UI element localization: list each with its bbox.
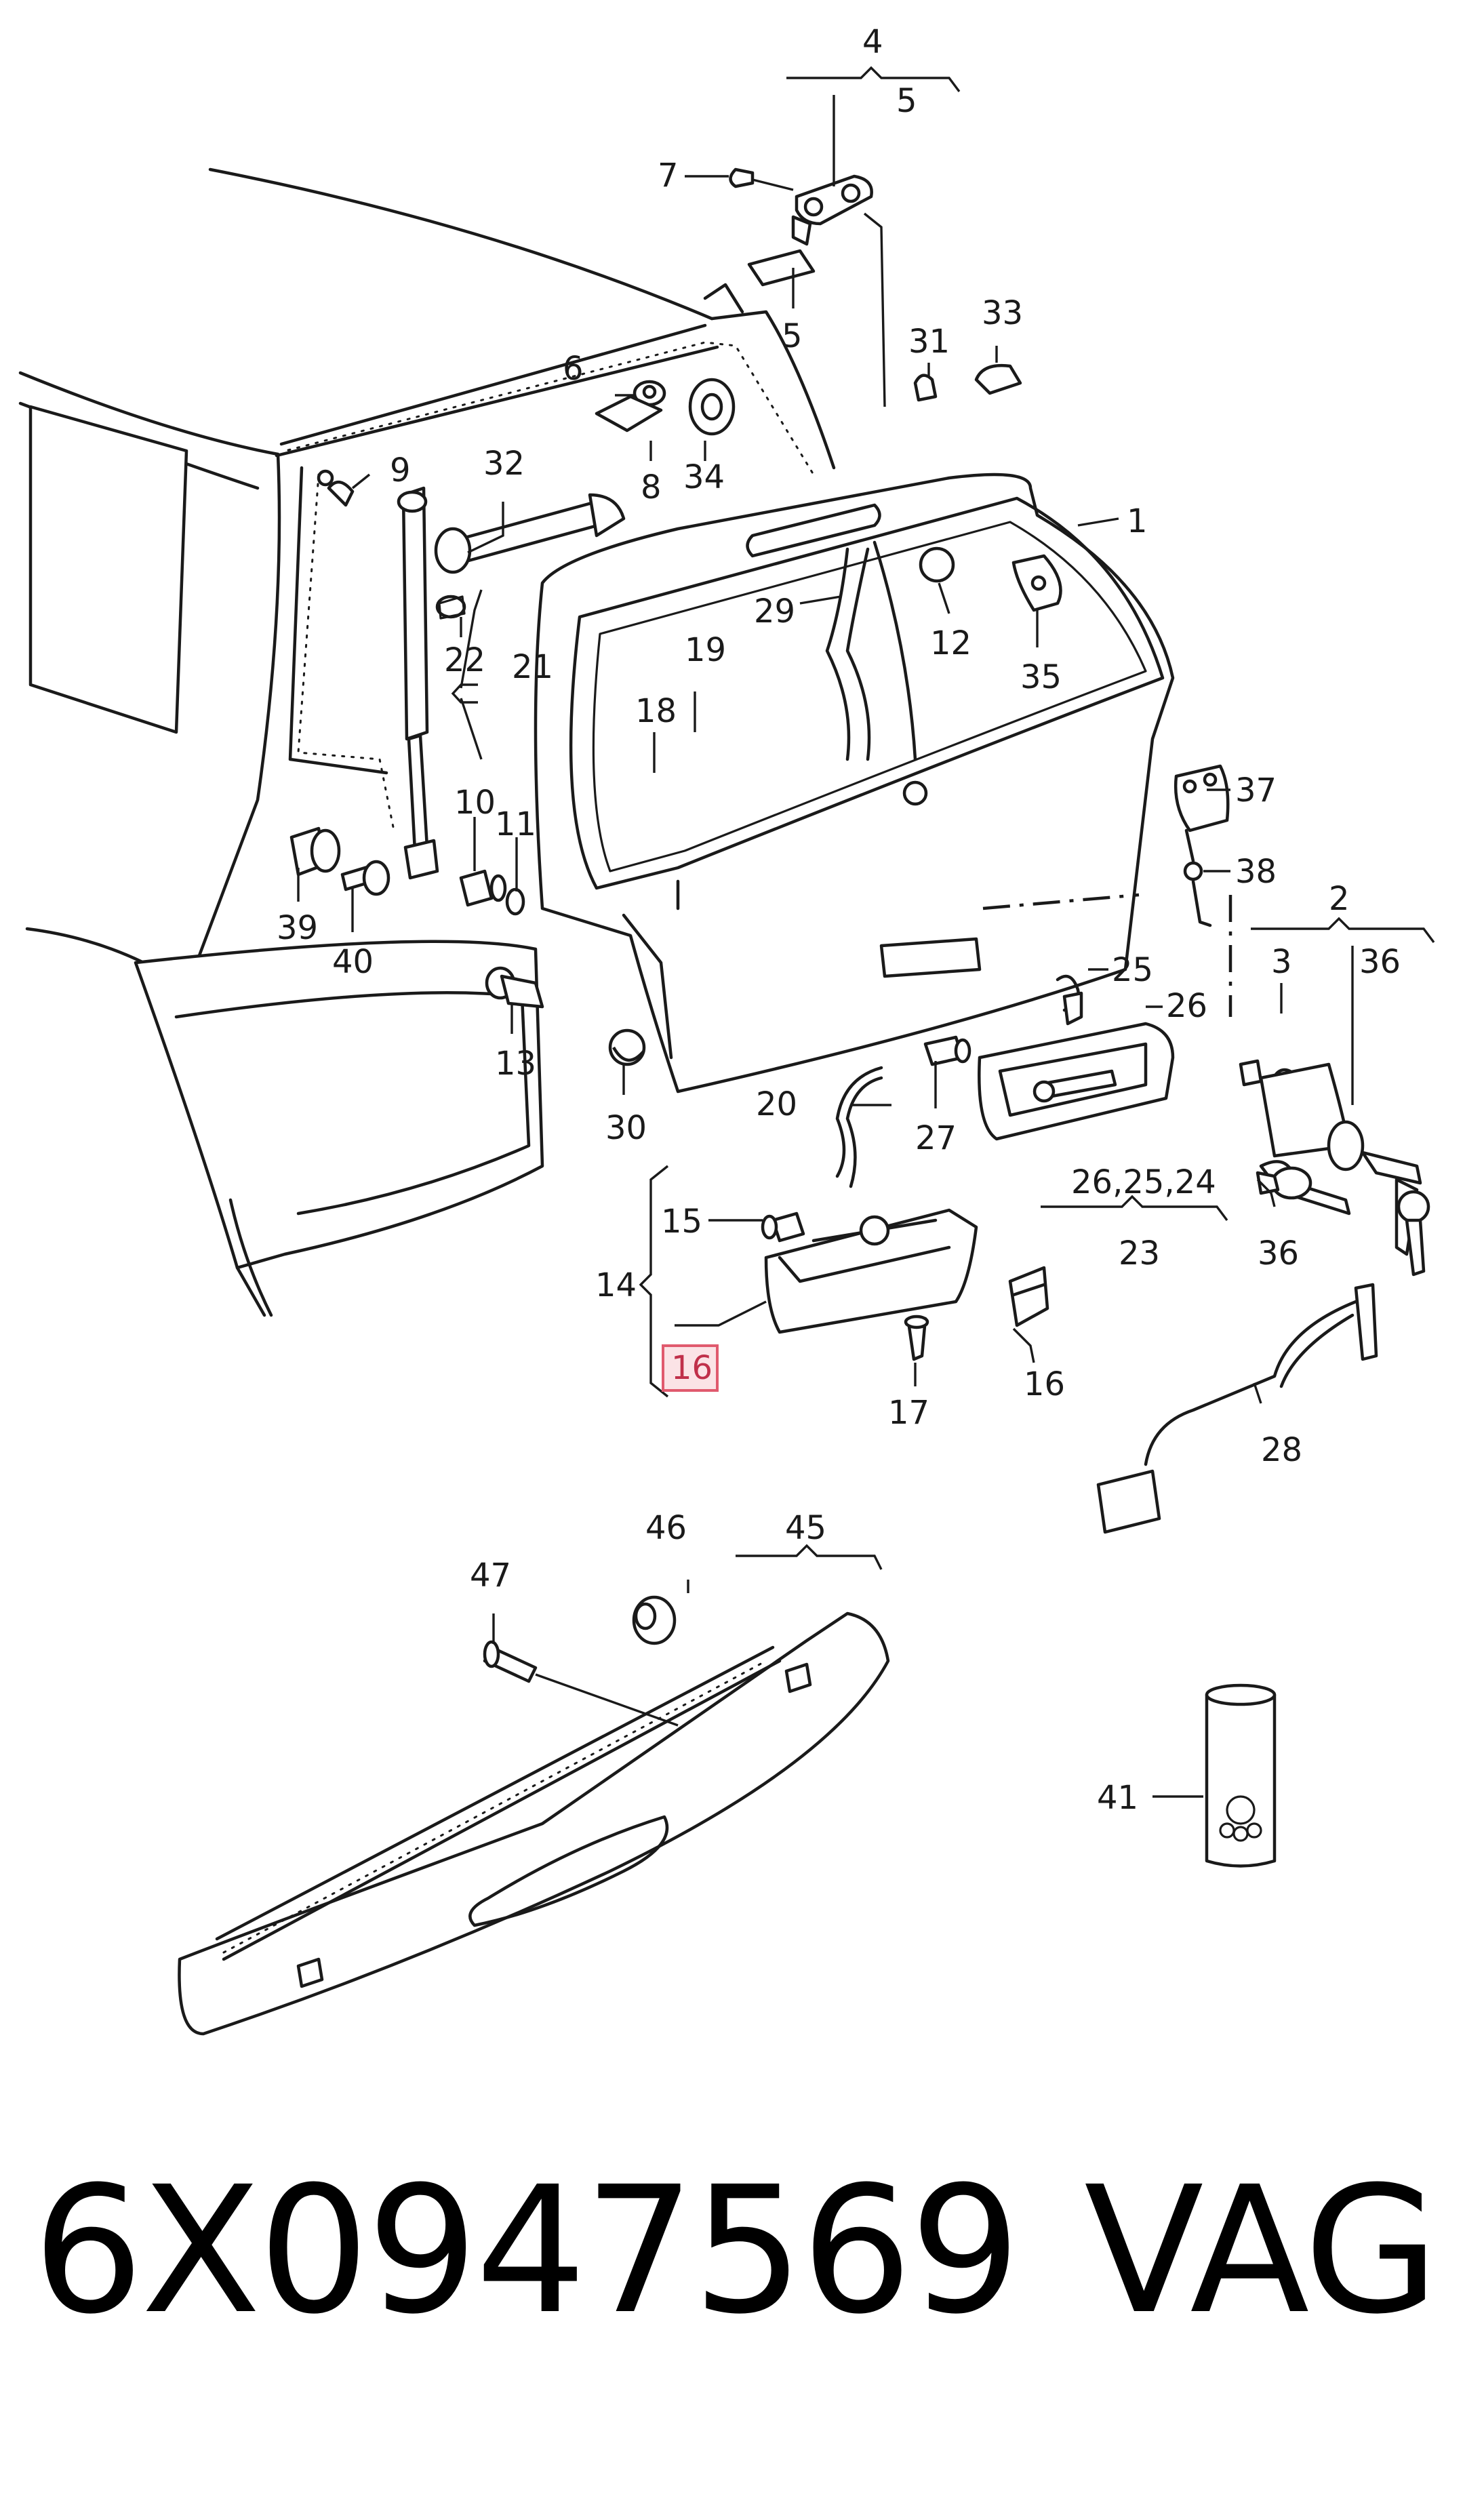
callout-12: 12: [930, 624, 971, 662]
callout-4: 4: [862, 23, 883, 61]
handle-lock: [923, 974, 1422, 1256]
callout-34: 34: [683, 458, 725, 496]
callout-47: 47: [470, 1557, 511, 1595]
switch-assembly: [1174, 764, 1232, 1017]
callout-23: 23: [1119, 1235, 1160, 1272]
callout-5: 5: [896, 82, 917, 120]
highlighted-callout-16: 16: [671, 1349, 713, 1387]
highlighted-callout-box: [662, 1344, 719, 1392]
callout-36: 36: [1359, 943, 1401, 981]
callout-9: 9: [390, 452, 411, 489]
callout-27: 27: [915, 1119, 957, 1157]
keys: [1256, 1166, 1430, 1277]
hinge-assembly: [703, 167, 873, 314]
callout-36: 36: [1258, 1235, 1299, 1272]
callout-37: 37: [1235, 771, 1277, 809]
callout-20: 20: [756, 1085, 797, 1123]
callout-3: 3: [1271, 943, 1292, 981]
callout-41: 41: [1097, 1779, 1138, 1817]
upper-hardware: [595, 363, 1062, 612]
callout-33: 33: [982, 294, 1023, 332]
tailgate: [534, 473, 1175, 1094]
callout-38: 38: [1235, 853, 1277, 891]
callout-1: 1: [1127, 502, 1148, 540]
callout-35: 35: [1020, 658, 1062, 696]
callout-26-25-24: 26,25,24: [1071, 1163, 1216, 1201]
callout-7: 7: [658, 157, 679, 195]
callout-29: 29: [754, 593, 795, 630]
callout-40: 40: [332, 943, 374, 981]
callout-39: 39: [277, 909, 318, 947]
callout-31: 31: [908, 323, 950, 361]
callout-2: 2: [1329, 880, 1350, 918]
callout-45: 45: [785, 1509, 826, 1547]
cable-harness: [1096, 1283, 1378, 1534]
callout-labels: 4 5 7 5 31 33 6 8 34 9 32 1 29 12 35 22 …: [277, 23, 1401, 1817]
spray-can: [1205, 1683, 1277, 1868]
callout-19: 19: [685, 631, 726, 669]
callout-30: 30: [605, 1109, 647, 1147]
callout-8: 8: [641, 468, 662, 506]
callout-11: 11: [495, 805, 536, 843]
gas-strut: [317, 469, 626, 880]
vehicle-body: [18, 167, 836, 1317]
callout-22: 22: [444, 641, 485, 679]
callout-13: 13: [495, 1045, 536, 1083]
callout-17: 17: [888, 1394, 929, 1432]
left-fasteners: [289, 826, 646, 1066]
part-number: 6X0947569: [33, 2149, 1021, 2352]
callout-25: 25: [1112, 951, 1153, 989]
latch-assembly: [761, 1066, 1049, 1361]
callout-15: 15: [661, 1203, 702, 1241]
callout-18: 18: [635, 692, 677, 730]
callout-28: 28: [1261, 1431, 1302, 1469]
callout-46: 46: [645, 1509, 687, 1547]
callout-32: 32: [483, 445, 525, 483]
callout-21: 21: [512, 648, 553, 686]
callout-14: 14: [595, 1266, 637, 1304]
callout-brackets: [451, 66, 1435, 1570]
leader-lines: [297, 95, 1354, 1798]
brand-name: VAG: [1084, 2149, 1439, 2352]
callout-26: 26: [1166, 987, 1207, 1025]
callout-5: 5: [782, 317, 803, 355]
callout-6: 6: [563, 350, 584, 388]
callout-10: 10: [454, 784, 496, 822]
rear-spoiler: [178, 1595, 890, 2036]
callout-16: 16: [1024, 1365, 1065, 1403]
